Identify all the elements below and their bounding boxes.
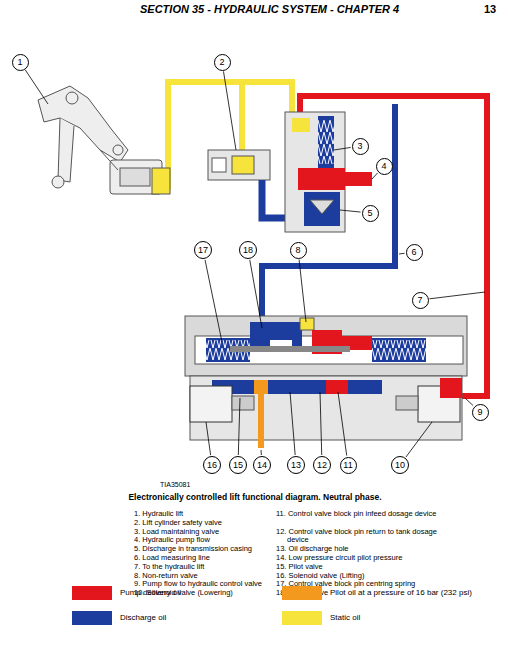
callout-number: 9 xyxy=(472,404,489,421)
load-maintaining-valve xyxy=(285,112,372,232)
load-measuring-line xyxy=(262,104,395,316)
callout-number: 11 xyxy=(340,457,357,474)
leader-line xyxy=(429,292,485,299)
callout-text: 18 xyxy=(243,246,253,255)
callout-text: 16 xyxy=(207,461,217,470)
page-number: 13 xyxy=(484,3,496,16)
callout-text: 4 xyxy=(381,162,386,171)
static-oil-pipe xyxy=(168,82,292,190)
callout-number: 6 xyxy=(406,244,423,261)
parts-list-item: 4. Hydraulic pump flow xyxy=(134,536,210,545)
leader-line xyxy=(334,147,351,150)
callout-text: 3 xyxy=(357,142,362,151)
legend-text: Pump delivery oil xyxy=(120,588,181,597)
parts-list-item: 8. Non-return valve xyxy=(134,572,198,581)
callout-number: 3 xyxy=(352,138,369,155)
callout-text: 15 xyxy=(233,461,243,470)
leader-line xyxy=(206,422,211,455)
leader-line xyxy=(205,260,222,342)
hydraulic-lift xyxy=(38,86,162,194)
parts-list-item: 13. Oil discharge hole xyxy=(276,545,349,554)
callout-text: 17 xyxy=(198,246,208,255)
pilot-line xyxy=(258,394,264,448)
section-heading: SECTION 35 - HYDRAULIC SYSTEM - CHAPTER … xyxy=(140,3,399,16)
parts-list-item: 9. Pump flow to hydraulic control valve xyxy=(134,580,262,589)
callout-number: 17 xyxy=(194,241,212,259)
callout-text: 7 xyxy=(417,296,422,305)
callout-number: 15 xyxy=(229,456,247,474)
legend-swatch xyxy=(72,611,112,625)
parts-list-item: 6. Load measuring line xyxy=(134,554,210,563)
callout-number: 1 xyxy=(12,54,29,71)
leader-line xyxy=(250,260,262,328)
callout-text: 6 xyxy=(411,248,416,257)
parts-list-item: 16. Solenoid valve (Lifting) xyxy=(276,572,364,581)
parts-list-item: 5. Discharge in transmission casing xyxy=(134,545,252,554)
leader-line xyxy=(25,70,48,104)
parts-list-item: 3. Load maintaining valve xyxy=(134,528,219,537)
callout-text: 5 xyxy=(367,209,372,218)
leader-line xyxy=(320,392,322,455)
parts-list-item: 1. Hydraulic lift xyxy=(134,510,183,519)
callout-number: 8 xyxy=(290,242,307,259)
callout-number: 5 xyxy=(362,205,379,222)
leader-line xyxy=(338,392,347,456)
legend-swatch xyxy=(282,611,322,625)
legend-swatch xyxy=(282,586,322,600)
legend-text: Discharge oil xyxy=(120,613,166,622)
callout-number: 7 xyxy=(412,292,429,309)
control-valve-block xyxy=(185,316,467,440)
parts-list-item: 14. Low pressure circuit pilot pressure xyxy=(276,554,402,563)
leader-line xyxy=(238,398,240,455)
legend-text: Pilot oil at a pressure of 16 bar (232 p… xyxy=(330,588,472,597)
callout-text: 1 xyxy=(17,58,22,67)
parts-list-item: 11. Control valve block pin infeed dosag… xyxy=(276,510,457,519)
callout-text: 2 xyxy=(219,58,224,67)
callout-number: 2 xyxy=(214,54,231,71)
parts-list-item: 7. To the hydraulic lift xyxy=(134,563,204,572)
callout-number: 13 xyxy=(287,456,305,474)
parts-list-item: 15. Pilot valve xyxy=(276,563,323,572)
leader-line xyxy=(372,173,378,179)
leader-line xyxy=(290,392,295,455)
legend-text: Static oil xyxy=(330,613,360,622)
cylinder-oil xyxy=(152,168,170,194)
leader-line xyxy=(261,450,262,455)
callout-number: 12 xyxy=(313,456,331,474)
leader-line xyxy=(223,71,236,150)
callout-text: 10 xyxy=(395,461,405,470)
callout-text: 8 xyxy=(295,246,300,255)
figure-caption: Electronically controlled lift functiona… xyxy=(0,493,510,503)
callout-number: 16 xyxy=(203,456,221,474)
callout-number: 10 xyxy=(391,456,409,474)
callout-text: 14 xyxy=(257,461,267,470)
legend-swatch xyxy=(72,586,112,600)
leader-line xyxy=(299,259,306,322)
parts-list-item: 12. Control valve block pin return to ta… xyxy=(276,528,457,545)
callout-text: 13 xyxy=(291,461,301,470)
leader-line xyxy=(340,210,361,212)
leader-line xyxy=(399,253,405,255)
callout-text: 9 xyxy=(477,408,482,417)
safety-valve xyxy=(208,150,270,180)
callout-number: 4 xyxy=(376,158,393,175)
figure-code: TIA35081 xyxy=(160,481,190,489)
callout-number: 14 xyxy=(253,456,271,474)
callout-text: 12 xyxy=(317,461,327,470)
callout-number: 18 xyxy=(239,241,257,259)
leader-line xyxy=(406,422,432,457)
callout-text: 11 xyxy=(343,461,352,470)
leader-line xyxy=(465,398,473,406)
parts-list-item: 2. Lift cylinder safety valve xyxy=(134,519,222,528)
